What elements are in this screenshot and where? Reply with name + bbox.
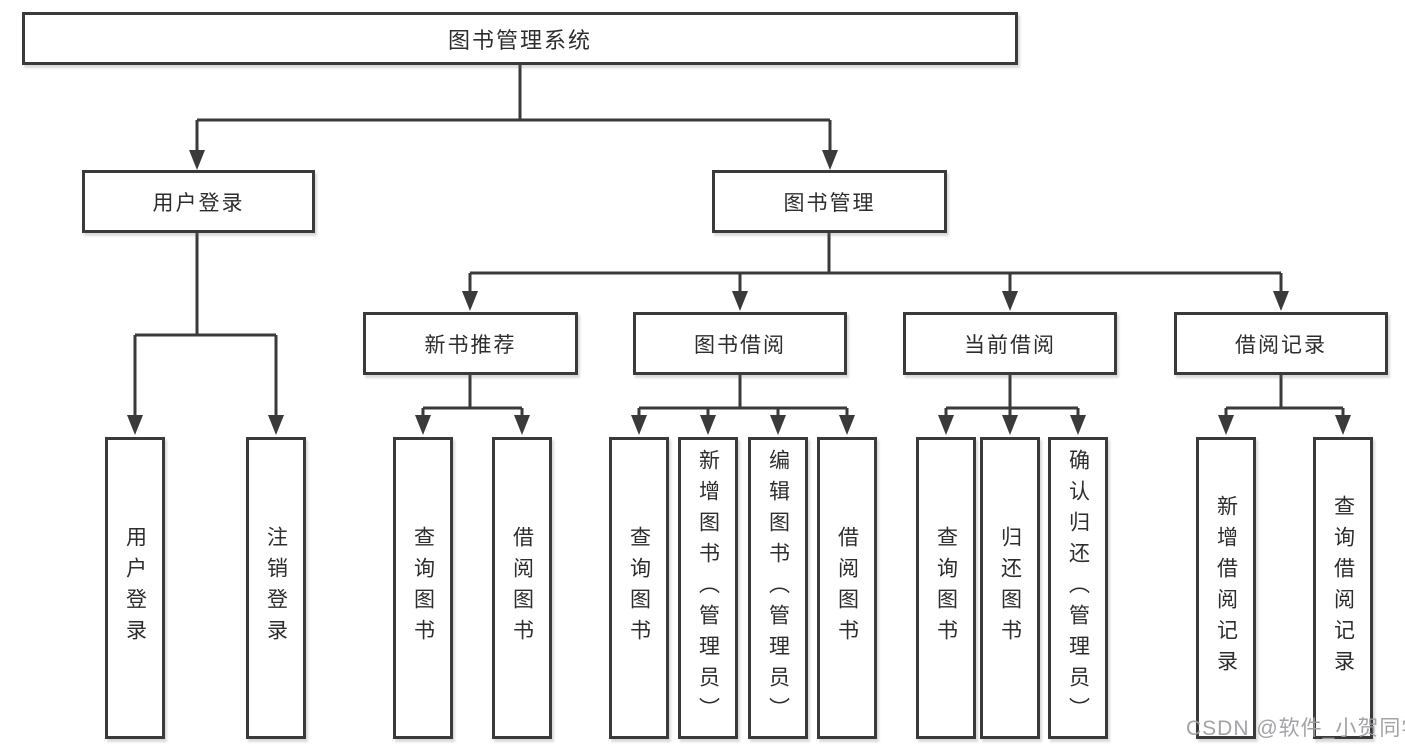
arrowhead-down-icon — [462, 291, 478, 311]
node-leaf-query-books-borrow: 查询图书 — [609, 437, 669, 739]
leaf-label: 查询图书 — [627, 526, 651, 650]
arrowhead-down-icon — [415, 415, 431, 435]
arrowhead-down-icon — [700, 415, 716, 435]
node-leaf-add-books-admin: 新增图书（管理员） — [678, 437, 738, 739]
leaf-label: 确认归还（管理员） — [1066, 448, 1090, 728]
node-leaf-add-borrow-record: 新增借阅记录 — [1196, 437, 1256, 739]
arrowhead-down-icon — [1273, 291, 1289, 311]
node-new-book-recommend: 新书推荐 — [363, 312, 578, 375]
arrowhead-down-icon — [1002, 291, 1018, 311]
arrowhead-down-icon — [938, 415, 954, 435]
node-borrow-records: 借阅记录 — [1174, 312, 1388, 375]
arrowhead-down-icon — [732, 291, 748, 311]
connector-root-to-level2 — [189, 65, 838, 170]
leaf-label: 归还图书 — [998, 526, 1022, 650]
node-leaf-query-books-recommend: 查询图书 — [393, 437, 453, 739]
connector-current-borrow-children — [938, 375, 1086, 435]
leaf-label: 查询借阅记录 — [1331, 495, 1355, 681]
node-leaf-edit-books-admin: 编辑图书（管理员） — [748, 437, 808, 739]
node-leaf-user-login: 用户登录 — [105, 437, 165, 739]
connector-book-management-children — [462, 233, 1289, 311]
arrowhead-down-icon — [127, 415, 143, 435]
node-user-login: 用户登录 — [82, 170, 315, 233]
connector-user-login-children — [127, 233, 284, 435]
leaf-label: 新增借阅记录 — [1214, 495, 1238, 681]
leaf-label: 查询图书 — [411, 526, 435, 650]
leaf-label: 查询图书 — [934, 526, 958, 650]
leaf-label: 借阅图书 — [835, 526, 859, 650]
arrowhead-down-icon — [770, 415, 786, 435]
arrowhead-down-icon — [1002, 415, 1018, 435]
arrowhead-down-icon — [822, 150, 838, 170]
leaf-label: 新增图书（管理员） — [696, 448, 720, 728]
node-leaf-query-books-current: 查询图书 — [916, 437, 976, 739]
node-book-management: 图书管理 — [712, 170, 947, 233]
node-leaf-confirm-return-admin: 确认归还（管理员） — [1048, 437, 1108, 739]
node-current-borrow: 当前借阅 — [903, 312, 1117, 375]
arrowhead-down-icon — [631, 415, 647, 435]
connector-new-book-recommend-children — [415, 375, 530, 435]
arrowhead-down-icon — [1070, 415, 1086, 435]
arrowhead-down-icon — [514, 415, 530, 435]
node-book-borrow: 图书借阅 — [633, 312, 847, 375]
node-leaf-borrow-books-recommend: 借阅图书 — [492, 437, 552, 739]
node-leaf-query-borrow-record: 查询借阅记录 — [1313, 437, 1373, 739]
arrowhead-down-icon — [268, 415, 284, 435]
connector-borrow-records-children — [1218, 375, 1351, 435]
leaf-label: 编辑图书（管理员） — [766, 448, 790, 728]
arrowhead-down-icon — [839, 415, 855, 435]
csdn-watermark: CSDN @软件_小贺同学 — [1186, 717, 1405, 740]
node-leaf-return-books: 归还图书 — [980, 437, 1040, 739]
node-leaf-logout: 注销登录 — [246, 437, 306, 739]
node-leaf-borrow-books: 借阅图书 — [817, 437, 877, 739]
leaf-label: 借阅图书 — [510, 526, 534, 650]
arrowhead-down-icon — [189, 150, 205, 170]
arrowhead-down-icon — [1335, 415, 1351, 435]
node-root-library-management-system: 图书管理系统 — [22, 12, 1018, 65]
leaf-label: 用户登录 — [123, 526, 147, 650]
arrowhead-down-icon — [1218, 415, 1234, 435]
connector-book-borrow-children — [631, 375, 855, 435]
leaf-label: 注销登录 — [264, 526, 288, 650]
